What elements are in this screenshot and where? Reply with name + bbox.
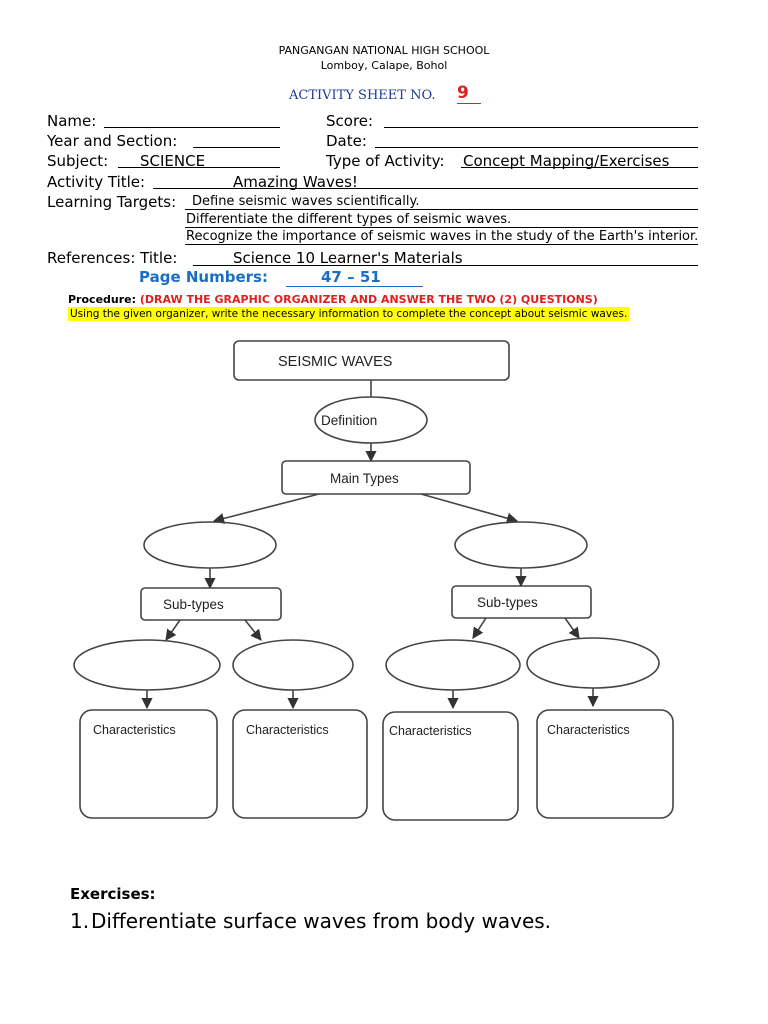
type-of-activity-label: Type of Activity: <box>326 152 445 170</box>
subtype-oval-1 <box>73 639 221 691</box>
learning-target-line-2 <box>185 227 698 228</box>
year-section-label: Year and Section: <box>47 132 178 150</box>
root-box <box>233 340 510 381</box>
name-field[interactable] <box>104 127 280 128</box>
exercise-number: 1. <box>70 909 90 933</box>
learning-target-2: Differentiate the different types of sei… <box>186 212 512 227</box>
connector-maintypes-right <box>420 493 519 524</box>
root-label: SEISMIC WAVES <box>278 354 392 370</box>
page-numbers-label: Page Numbers: <box>139 268 268 286</box>
characteristics-box-3 <box>382 711 519 821</box>
type-of-activity-field[interactable] <box>461 167 698 168</box>
learning-targets-label: Learning Targets: <box>47 193 177 211</box>
connector-left-sub-2 <box>244 619 262 641</box>
connector-left-sub-1 <box>165 619 181 641</box>
characteristics-box-1 <box>79 709 218 819</box>
activity-title-label: Activity Title: <box>47 173 146 191</box>
subtypes-left-box <box>140 587 282 621</box>
subtype-oval-4 <box>526 637 660 689</box>
subtype-oval-2 <box>232 639 354 691</box>
main-type-right-oval <box>454 521 588 569</box>
characteristics-label-4: Characteristics <box>547 723 630 737</box>
activity-sheet-number: 9 <box>457 84 481 104</box>
school-name: PANGANGAN NATIONAL HIGH SCHOOL <box>278 44 490 57</box>
score-label: Score: <box>326 112 374 130</box>
subject-value: SCIENCE <box>140 152 206 170</box>
learning-target-line-3 <box>185 244 698 245</box>
characteristics-box-4 <box>536 709 674 819</box>
references-value: Science 10 Learner's Materials <box>233 249 463 267</box>
school-address: Lomboy, Calape, Bohol <box>320 59 448 72</box>
subject-field[interactable] <box>118 167 280 168</box>
procedure-note: (DRAW THE GRAPHIC ORGANIZER AND ANSWER T… <box>139 293 598 306</box>
learning-target-1: Define seismic waves scientifically. <box>192 194 420 209</box>
characteristics-label-3: Characteristics <box>389 724 472 738</box>
characteristics-box-2 <box>232 709 368 819</box>
activity-sheet-label: ACTIVITY SHEET NO. <box>289 88 436 103</box>
definition-oval <box>314 396 428 444</box>
characteristics-label-2: Characteristics <box>246 723 329 737</box>
page-numbers-value: 47 – 51 <box>286 268 423 287</box>
learning-target-3: Recognize the importance of seismic wave… <box>186 229 699 244</box>
score-field[interactable] <box>384 127 698 128</box>
subtypes-right-box <box>451 585 592 619</box>
year-section-field[interactable] <box>193 147 280 148</box>
type-of-activity-value: Concept Mapping/Exercises <box>463 152 670 170</box>
exercises-title: Exercises: <box>70 885 156 903</box>
characteristics-label-1: Characteristics <box>93 723 176 737</box>
references-label: References: Title: <box>47 249 178 267</box>
procedure-heading: Procedure: (DRAW THE GRAPHIC ORGANIZER A… <box>68 293 598 306</box>
connector-right-sub-1 <box>472 617 487 639</box>
subject-label: Subject: <box>47 152 109 170</box>
connector-right-sub-2 <box>564 617 580 639</box>
references-field[interactable] <box>193 265 698 266</box>
exercise-question: Differentiate surface waves from body wa… <box>91 909 552 933</box>
definition-label: Definition <box>321 413 377 428</box>
activity-title-field[interactable] <box>153 188 698 189</box>
date-label: Date: <box>326 132 367 150</box>
subtypes-right-label: Sub-types <box>477 595 538 610</box>
subtype-oval-3 <box>385 639 521 691</box>
name-label: Name: <box>47 112 97 130</box>
activity-title-value: Amazing Waves! <box>233 173 358 191</box>
learning-target-line-1 <box>185 209 698 210</box>
procedure-instruction: Using the given organizer, write the nec… <box>68 307 630 321</box>
procedure-label: Procedure: <box>68 293 137 306</box>
main-types-box <box>281 460 471 495</box>
main-type-left-oval <box>143 521 277 569</box>
date-field[interactable] <box>375 147 698 148</box>
connector-maintypes-left <box>212 493 320 524</box>
subtypes-left-label: Sub-types <box>163 597 224 612</box>
main-types-label: Main Types <box>330 471 399 486</box>
